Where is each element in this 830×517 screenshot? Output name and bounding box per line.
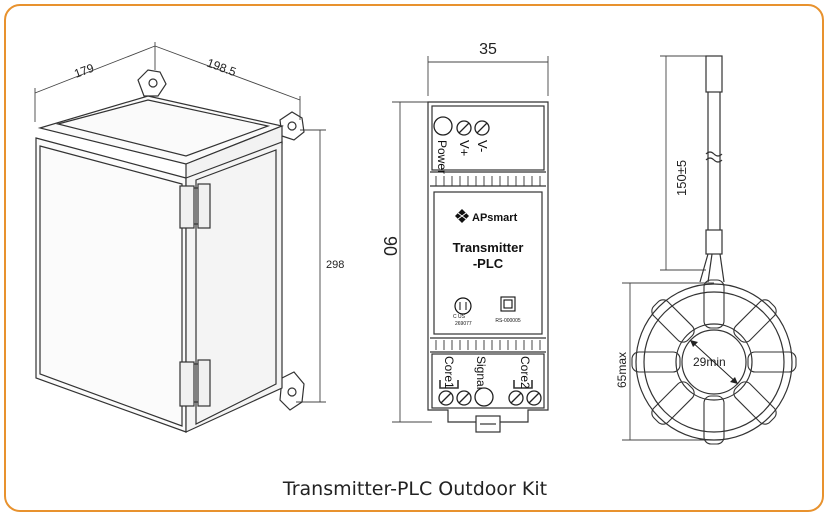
rs-cert-icon	[500, 296, 516, 312]
enclosure-front-face	[35, 137, 187, 433]
terminal-label-core2: Core2	[518, 356, 532, 389]
diagram-frame	[4, 4, 824, 512]
core-inner-ring	[675, 323, 753, 401]
inner-diameter-line	[689, 339, 739, 385]
csa-cert-number: 269077	[455, 321, 472, 327]
core-drawing	[622, 55, 797, 445]
csa-cert-marks: C US	[453, 314, 466, 320]
mount-ear-bottom-right	[279, 371, 305, 411]
mount-ear-top-left	[137, 69, 167, 97]
top-terminals	[433, 116, 490, 136]
vent-fins-top	[435, 176, 541, 186]
product-name-line2: -PLC	[473, 256, 504, 271]
transmitter-width-dim: 35	[479, 41, 497, 58]
bottom-terminals	[438, 387, 542, 407]
core-windings	[631, 279, 797, 445]
power-led	[433, 116, 453, 136]
transmitter-height-dim: 90	[380, 236, 400, 256]
transmitter-drawing	[392, 56, 549, 433]
enclosure-depth-dim: 179	[72, 61, 96, 81]
terminal-label-vminus: V-	[475, 140, 490, 152]
terminal-label-vplus: V+	[457, 140, 472, 156]
brand-name: APsmart	[472, 212, 518, 224]
apsmart-logo-icon	[455, 209, 469, 223]
hinge-bottom	[179, 359, 211, 407]
product-name-line1: Transmitter	[453, 240, 524, 255]
core-cable-length-dim: 150±5	[674, 160, 689, 196]
signal-led	[474, 387, 494, 407]
diagram-caption: Transmitter-PLC Outdoor Kit	[282, 478, 548, 500]
hinge-top	[179, 183, 211, 229]
enclosure-dim-lines	[34, 42, 326, 403]
transmitter-dim-lines	[392, 56, 549, 423]
terminal-label-power: Power	[435, 140, 449, 174]
enclosure-height-dim: 298	[326, 259, 344, 271]
transmitter-front-panel	[433, 191, 543, 335]
core-dim-lines	[622, 55, 714, 441]
terminal-label-core1: Core1	[442, 356, 456, 389]
core-inner-diameter-dim: 29min	[693, 355, 726, 369]
terminal-label-signal: Signal	[474, 356, 488, 389]
enclosure-drawing	[34, 42, 326, 433]
enclosure-width-dim: 198.5	[205, 56, 238, 80]
core-outer-diameter-dim: 65max	[615, 352, 629, 388]
csa-cert-icon	[454, 297, 472, 315]
vent-fins-bottom	[435, 340, 541, 350]
rs-cert-number: RS-000005	[495, 318, 521, 324]
